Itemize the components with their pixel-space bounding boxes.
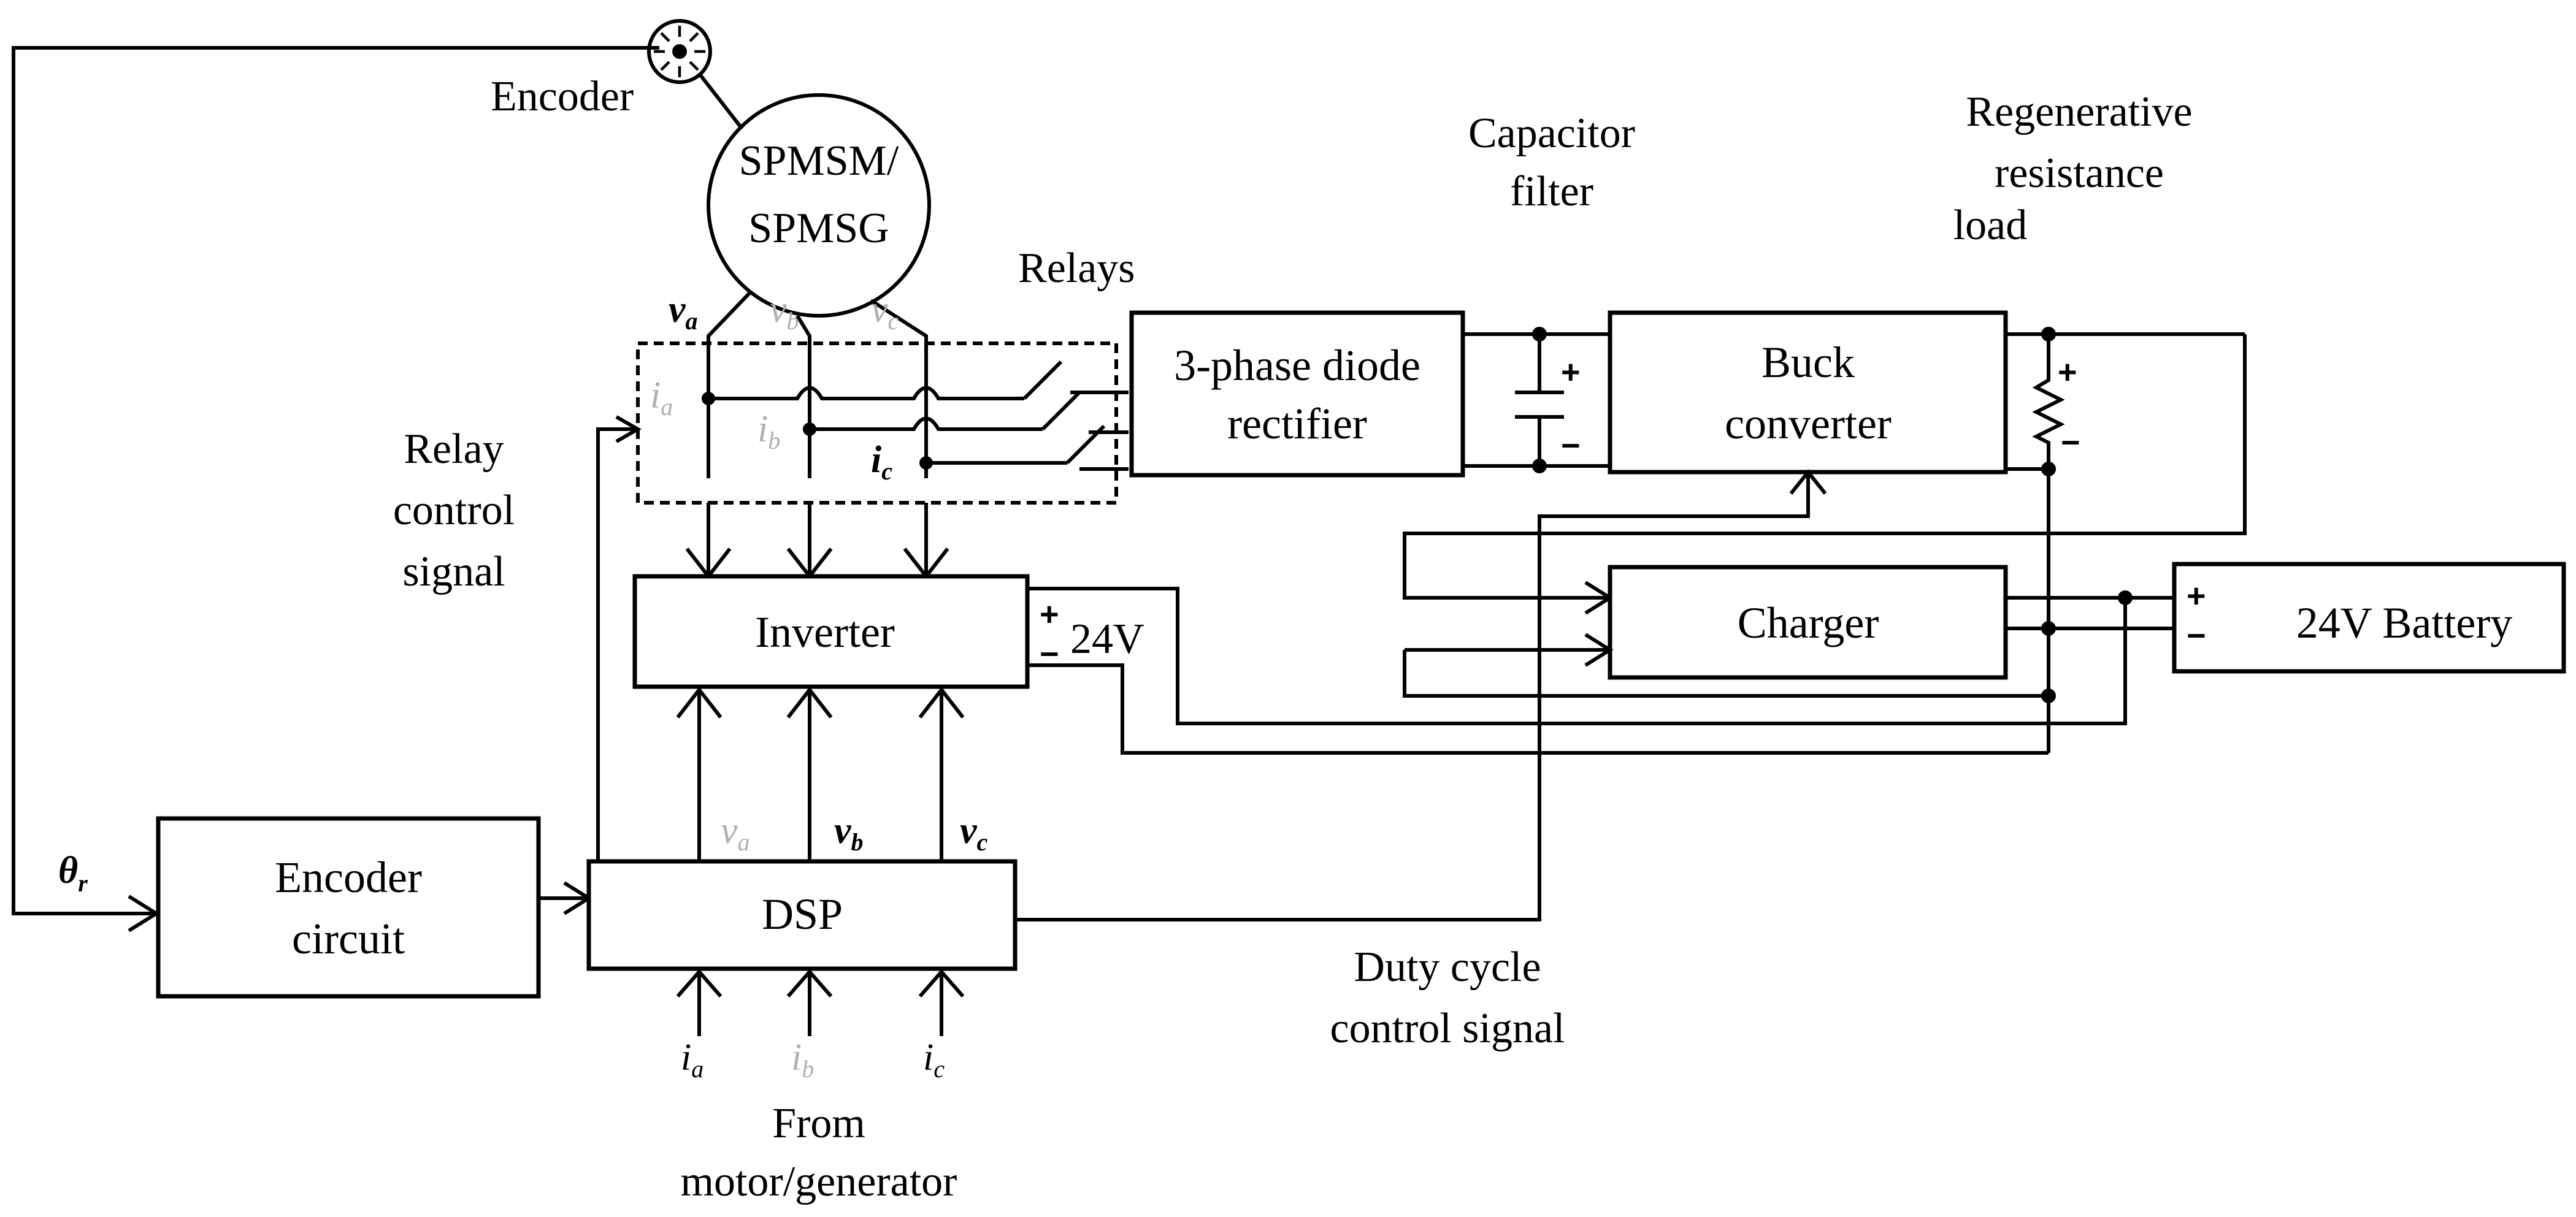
charger-label: Charger: [1738, 598, 1879, 647]
charger-block: [1608, 565, 2008, 680]
resistor-icon: [2032, 334, 2065, 469]
relay-control-label-1: Relay: [404, 425, 504, 473]
bus-positive-wire: [1027, 587, 2127, 725]
relay-control-label-3: signal: [402, 548, 505, 595]
rectifier-label-1: 3-phase diode: [1174, 341, 1420, 390]
inverter-label: Inverter: [755, 608, 895, 657]
from-label-1: From: [772, 1100, 865, 1147]
buck-label-2: converter: [1725, 399, 1892, 448]
buck-converter-block: [1608, 310, 2008, 475]
encoder-circuit-label-1: Encoder: [275, 853, 422, 902]
rectifier-block: [1129, 310, 1465, 478]
ib-label-bottom: ib: [791, 1037, 814, 1083]
battery-block: [2172, 562, 2566, 674]
vb-label-top: vb: [770, 289, 799, 335]
vb-label-dsp: vb: [834, 810, 864, 856]
battery-minus: −: [2187, 617, 2206, 654]
cap-plus: +: [1561, 354, 1581, 391]
regen-label-3: load: [1953, 202, 2028, 249]
battery-label: 24V Battery: [2296, 598, 2513, 647]
inverter-minus: −: [1040, 636, 1059, 673]
buck-positive-to-charger: [1403, 334, 2247, 600]
capacitor-icon: [1515, 334, 1564, 466]
phase-a-lead: [707, 289, 753, 478]
encoder-icon: [647, 19, 712, 84]
va-label-dsp: va: [721, 810, 750, 856]
regen-label-1: Regenerative: [1966, 88, 2192, 135]
encoder-shaft: [697, 72, 744, 130]
ic-label-relay: ic: [871, 439, 892, 485]
dsp-block: [586, 859, 1018, 971]
va-label-top: va: [669, 289, 698, 335]
relays-label: Relays: [1018, 245, 1135, 292]
battery-plus: +: [2187, 578, 2206, 614]
relay-to-inverter-arrows: [685, 503, 949, 579]
vc-label-dsp: vc: [960, 810, 988, 856]
relay-box: [636, 341, 1118, 505]
duty-label-2: control signal: [1330, 1005, 1565, 1052]
inverter-block: [632, 574, 1030, 689]
relay-line-b: [810, 416, 1043, 431]
from-label-2: motor/generator: [681, 1158, 957, 1205]
encoder-circuit-label-2: circuit: [292, 914, 405, 963]
ic-label-bottom: ic: [923, 1037, 945, 1083]
duty-label-1: Duty cycle: [1354, 944, 1541, 991]
res-plus: +: [2058, 354, 2077, 391]
phase-c-lead: [870, 299, 928, 478]
encoder-feedback-wire: [12, 46, 659, 915]
machine-label-line2: SPMSG: [748, 205, 889, 252]
ib-label-relay: ib: [757, 408, 780, 454]
inverter-plus: +: [1040, 596, 1059, 633]
res-minus: −: [2061, 424, 2080, 461]
relay-line-a: [708, 386, 1024, 400]
capacitor-filter-label-1: Capacitor: [1468, 110, 1635, 157]
cap-minus: −: [1561, 427, 1581, 464]
regen-label-2: resistance: [1995, 150, 2164, 197]
voltage-24v-label: 24V: [1070, 616, 1144, 663]
duty-cycle-wire: [1015, 472, 1810, 921]
buck-label-1: Buck: [1761, 338, 1855, 387]
relay-switches: [1022, 360, 1129, 471]
encoder-label: Encoder: [491, 73, 634, 120]
vc-label-top: vc: [871, 289, 899, 335]
relay-control-wire: [596, 427, 638, 861]
current-input-arrows: [676, 969, 965, 1036]
machine-label-line1: SPMSM/: [739, 137, 899, 185]
relay-control-label-2: control: [393, 487, 515, 534]
rectifier-label-2: rectifier: [1227, 399, 1367, 448]
theta-r-label: θr: [58, 850, 88, 897]
machine-circle: [707, 93, 931, 318]
capacitor-filter-label-2: filter: [1510, 168, 1593, 215]
ia-label-relay: ia: [650, 375, 673, 421]
dsp-to-inverter-arrows: [676, 687, 965, 861]
bus-negative-wire: [1027, 663, 2049, 755]
dsp-label: DSP: [762, 890, 843, 939]
ia-label-bottom: ia: [681, 1037, 703, 1083]
encoder-circuit-block: [156, 816, 541, 999]
